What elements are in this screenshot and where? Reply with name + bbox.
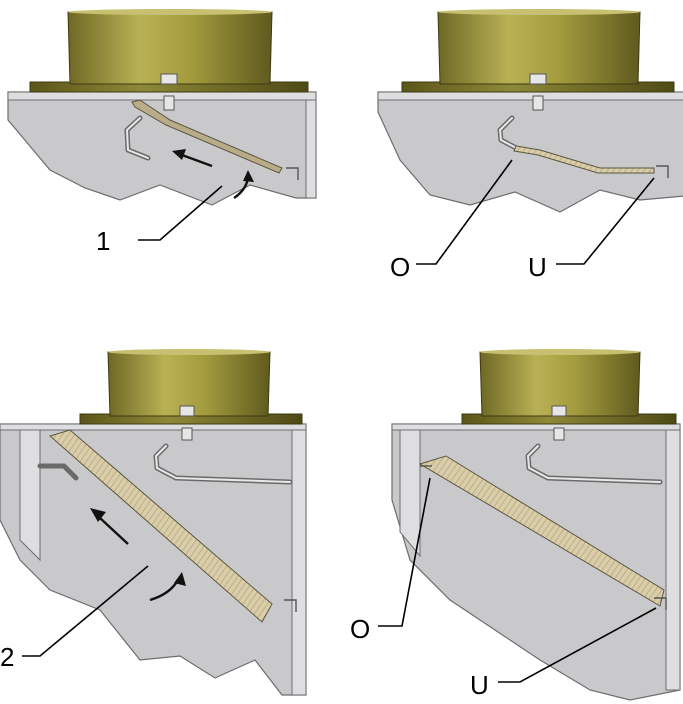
lower-slot [284, 599, 297, 612]
leader-1 [138, 185, 223, 241]
leader-o-bottom [378, 477, 431, 627]
housing-right-wall [291, 429, 307, 696]
panel-step-1-result: O U [377, 9, 683, 282]
push-direction-arrowhead [90, 508, 106, 522]
push-direction-arrowhead [172, 149, 186, 160]
leader-2 [22, 565, 149, 657]
mounting-plate [48, 429, 273, 623]
housing-top-rim [7, 91, 317, 101]
callout-2: 2 [0, 642, 14, 672]
housing-left-wall [399, 423, 421, 558]
upper-bracket-highlight [155, 445, 291, 483]
housing-left-wall [19, 423, 41, 562]
dome-top [68, 9, 272, 15]
rotate-arrowhead [174, 572, 186, 586]
callout-1: 1 [96, 226, 110, 256]
dome-top [438, 9, 640, 15]
upper-bracket-highlight [499, 117, 521, 151]
housing-side-edge [305, 95, 317, 199]
dome-top [480, 349, 640, 355]
bolt-head [551, 405, 567, 417]
panel-step-1: 1 [7, 9, 317, 256]
bolt-nut [163, 95, 175, 111]
bolt-head [179, 405, 195, 417]
lower-slot [654, 597, 667, 610]
callout-o-bottom: O [350, 614, 370, 644]
housing-top-rim [0, 423, 307, 431]
leader-u-top [556, 177, 655, 265]
upper-bracket-highlight [527, 445, 661, 483]
mounting-plate-installed [418, 455, 665, 607]
sealing-plate-tilted [131, 99, 283, 174]
bolt-nut [181, 427, 193, 441]
bolt-head [529, 73, 547, 85]
rotate-arrowhead [243, 170, 254, 182]
bolt-head [160, 73, 178, 85]
dome-cap [67, 11, 273, 85]
bolt-nut [532, 95, 544, 111]
upper-bracket-highlight [126, 117, 149, 159]
panel-step-2-result: O U [350, 349, 681, 701]
panel-step-2: 2 [0, 349, 307, 696]
dome-cap [437, 11, 641, 85]
callout-u-bottom: U [470, 670, 489, 700]
housing-top-rim [391, 423, 681, 431]
sealing-plate-installed [513, 145, 655, 174]
housing-body [7, 91, 317, 206]
housing-right-wall [665, 429, 681, 691]
push-direction-arrow [99, 517, 129, 545]
left-bracket [37, 463, 79, 481]
callout-u-top: U [528, 252, 547, 282]
bolt-nut [553, 427, 565, 441]
leader-o-top [416, 159, 513, 265]
dome-top [108, 349, 270, 355]
housing-top-rim [377, 91, 683, 101]
callout-o-top: O [390, 252, 410, 282]
push-direction-arrow [181, 153, 213, 168]
lower-slot [656, 165, 669, 178]
lower-slot [286, 167, 299, 180]
leader-u-bottom [498, 607, 657, 683]
